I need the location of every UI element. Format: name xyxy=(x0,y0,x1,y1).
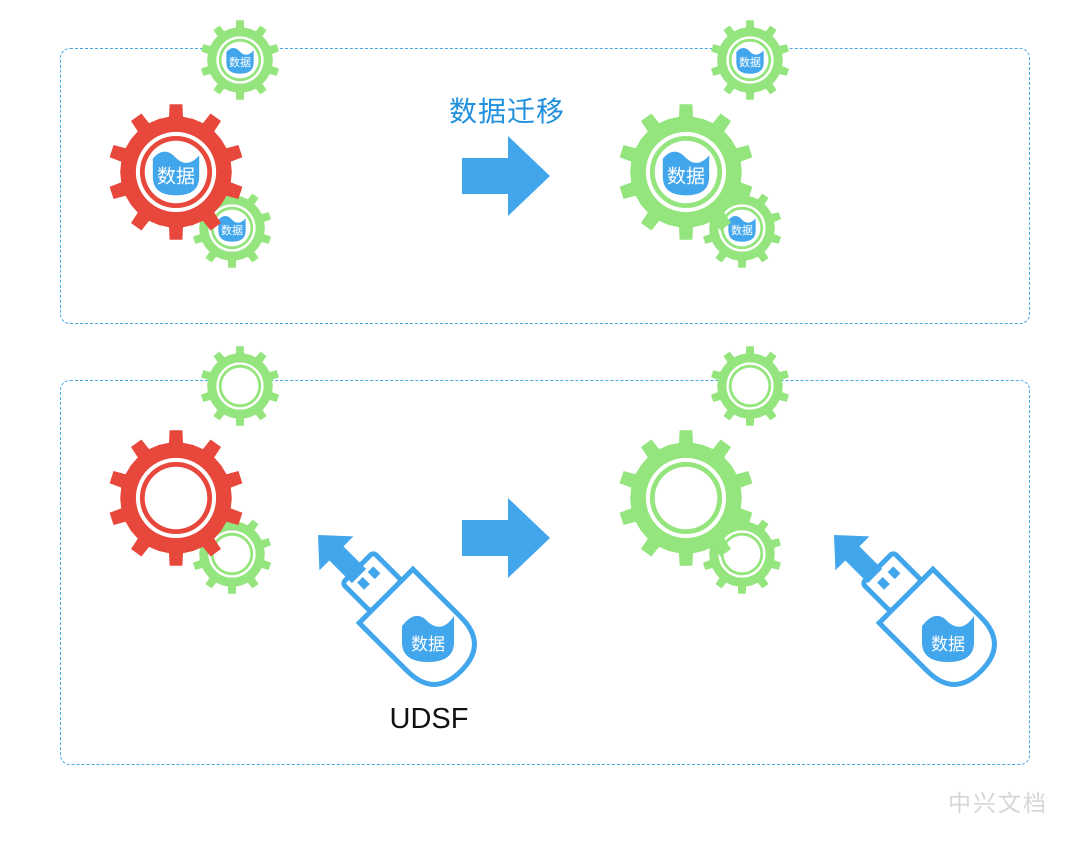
data-label: 数据 xyxy=(667,165,705,187)
udsf-device-left: 数据 xyxy=(341,551,477,687)
gear-small-top xyxy=(711,346,789,426)
gear-small-top: 数据 xyxy=(201,20,279,100)
gear-main xyxy=(619,430,753,566)
target-cluster-bottom xyxy=(619,346,789,594)
udsf-device-right: 数据 xyxy=(861,551,997,687)
gear-main: 数据 xyxy=(109,104,243,240)
data-label: 数据 xyxy=(739,55,761,69)
data-label: 数据 xyxy=(411,635,445,655)
arrow-right-icon xyxy=(462,498,550,578)
data-label: 数据 xyxy=(221,223,243,237)
panel-data-migration xyxy=(60,48,1030,324)
data-label: 数据 xyxy=(229,55,251,69)
source-cluster-bottom xyxy=(109,346,279,594)
data-label: 数据 xyxy=(157,165,195,187)
data-label: 数据 xyxy=(731,223,753,237)
arrow-up-left-icon xyxy=(834,535,883,584)
gear-small-top: 数据 xyxy=(711,20,789,100)
data-label: 数据 xyxy=(931,635,965,655)
arrow-right-icon xyxy=(462,136,550,216)
watermark: 中兴文档 xyxy=(948,791,1048,817)
diagram-title: 数据迁移 xyxy=(448,95,565,128)
gear-main: 数据 xyxy=(619,104,753,240)
gear-main xyxy=(109,430,243,566)
gear-small-top xyxy=(201,346,279,426)
udsf-label: UDSF xyxy=(389,703,469,735)
panel-udsf xyxy=(60,380,1030,765)
